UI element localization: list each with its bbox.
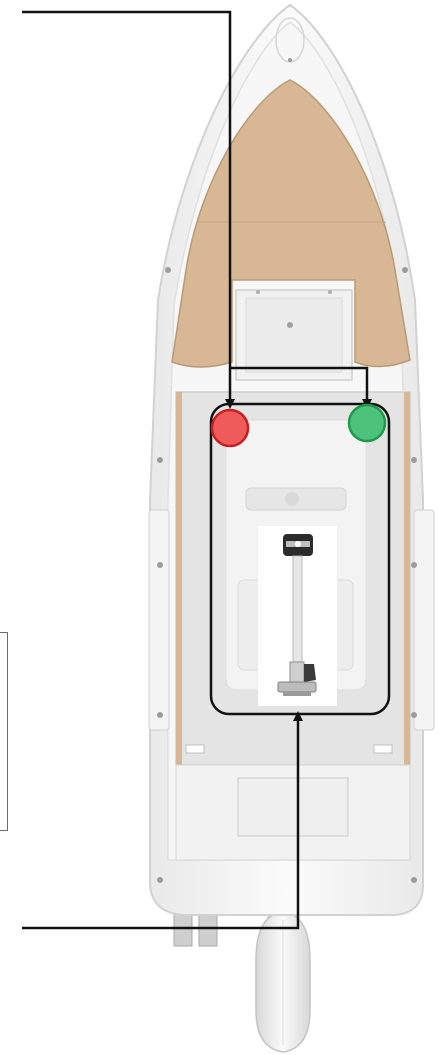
port-light-marker [212, 410, 248, 446]
all-round-anchor-light-pole-icon [258, 526, 337, 706]
starboard-light-marker [349, 405, 385, 441]
forward-console [236, 290, 352, 380]
